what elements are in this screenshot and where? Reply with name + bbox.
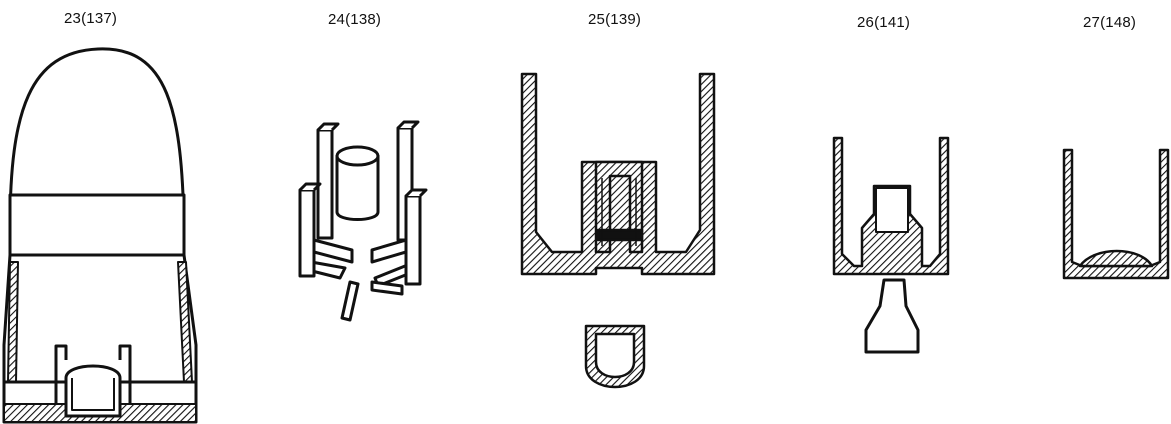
figure-25-sectioned-sabot-drawing xyxy=(520,72,716,389)
figure-label-26: 26(141) xyxy=(857,14,911,31)
figure-24-finned-sabot-drawing xyxy=(298,120,428,322)
figure-27-shallow-cup-drawing xyxy=(1062,148,1170,280)
figure-26-sectioned-cup-drawing xyxy=(832,136,950,354)
figure-23-bullet-drawing xyxy=(2,47,198,424)
figure-label-27: 27(148) xyxy=(1083,14,1137,31)
figure-label-23: 23(137) xyxy=(64,10,118,27)
figure-label-25: 25(139) xyxy=(588,11,642,28)
figure-label-24: 24(138) xyxy=(328,11,382,28)
